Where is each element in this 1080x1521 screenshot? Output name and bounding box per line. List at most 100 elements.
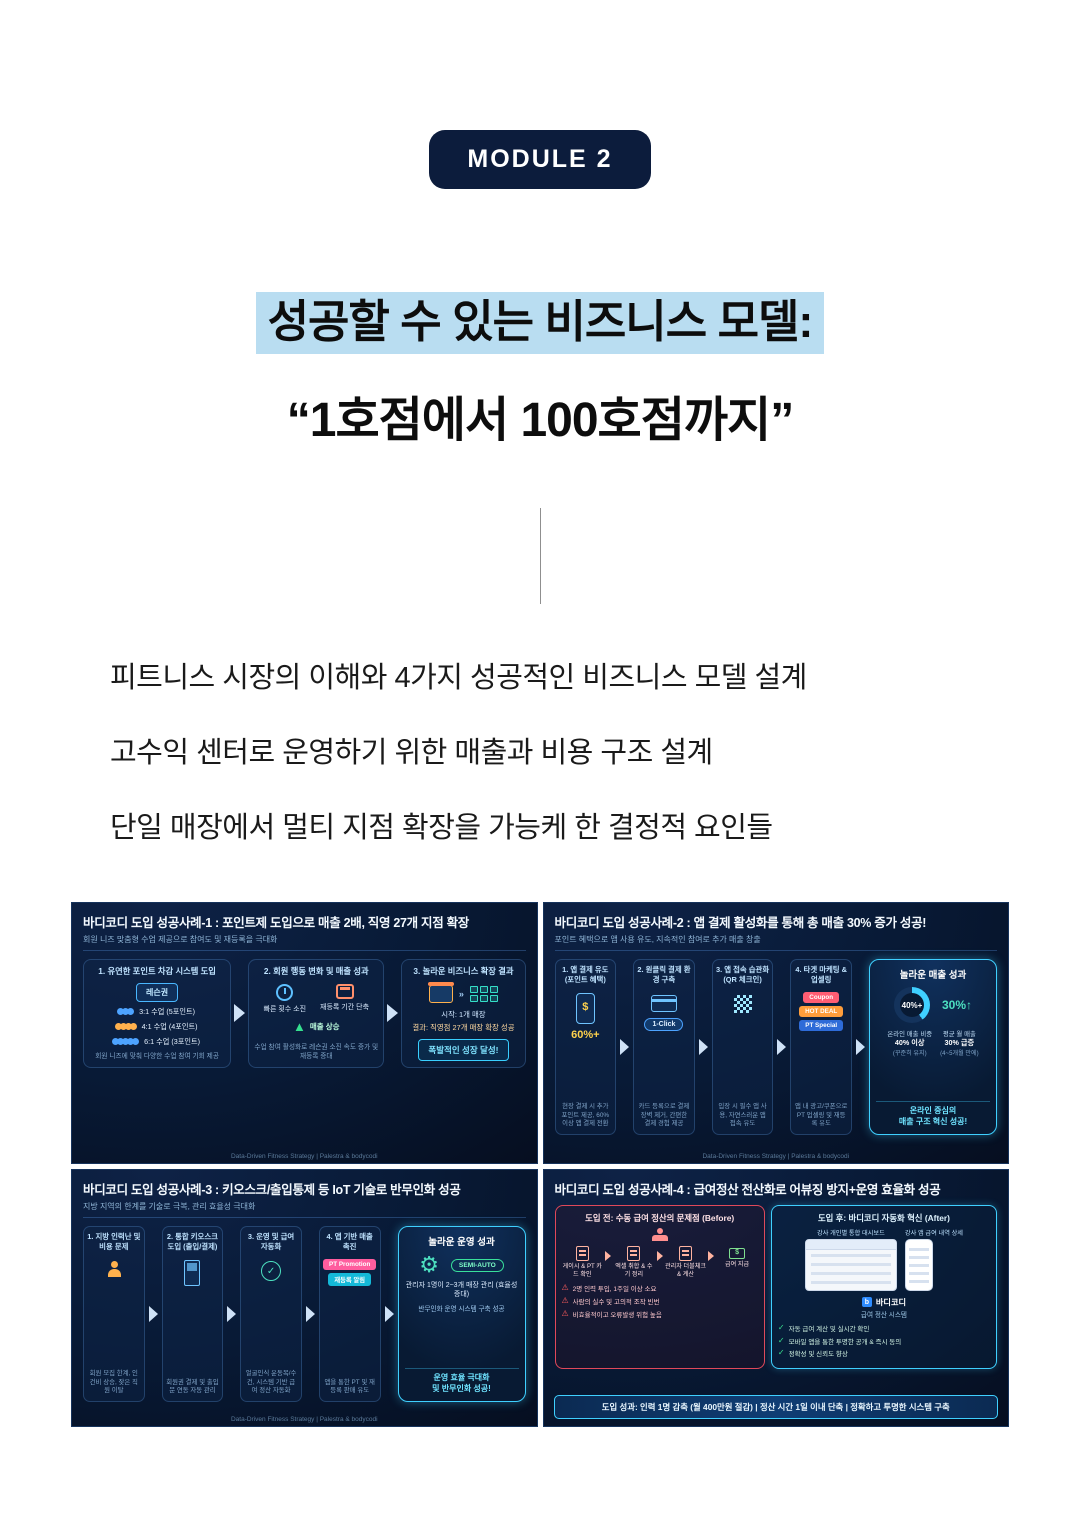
warning-text: 사람의 실수 및 고의적 조작 빈번 [572, 1299, 660, 1307]
after-header: 도입 후: 바디코디 자동화 혁신 (After) [817, 1213, 950, 1223]
brand-subtitle: 급여 정산 시스템 [860, 1312, 908, 1319]
step-header: 1. 앱 결제 유도 (포인트 혜택) [562, 965, 609, 984]
result-title: 놀라운 운영 성과 [428, 1237, 495, 1248]
result-footer: 운영 효율 극대화 및 반무인화 성공! [404, 1368, 519, 1394]
stat-label: 평균 월 매출 [942, 1031, 976, 1038]
start-label: 시작: 1개 매장 [441, 1009, 486, 1019]
warning-text: 비효율적이고 오류발생 위험 높음 [572, 1312, 662, 1320]
people-icon [117, 1008, 135, 1016]
app-promo-badges: PT Promotion 재등록 알림 [323, 1259, 377, 1286]
page-title-line2: “1호점에서 100호점까지” [286, 394, 794, 447]
brand-row: b 바디코디 [778, 1296, 990, 1308]
rereg-item: 재등록 기간 단축 [320, 983, 370, 1014]
step-caption: 입장 시 필수 앱 사용, 자연스러운 앱 접속 유도 [718, 1103, 767, 1128]
money-icon [729, 1248, 746, 1259]
class-row: 3:1 수업 (5포인트) [117, 1006, 196, 1017]
panel-title: 바디코디 도입 성공사례-1 : 포인트제 도입으로 매출 2배, 직영 27개… [83, 916, 470, 930]
rereg-alert-badge: 재등록 알림 [328, 1273, 372, 1286]
arrow-icon [708, 1251, 715, 1261]
check-text: 자동 급여 계산 및 실시간 확인 [788, 1326, 870, 1333]
lesson-pass-badge: 레슨권 [136, 982, 179, 1002]
hot-deal-badge: HOT DEAL [799, 1006, 844, 1017]
panel-title: 바디코디 도입 성공사례-3 : 키오스크/출입통제 등 IoT 기술로 반무인… [83, 1183, 461, 1197]
panel-subtitle: 포인트 혜택으로 앱 사용 유도, 지속적인 참여로 추가 매출 창출 [554, 934, 997, 951]
calculator-icon [678, 1246, 692, 1261]
case-study-grid: 바디코디 도입 성공사례-1 : 포인트제 도입으로 매출 2배, 직영 27개… [71, 902, 1009, 1427]
brand-name: 바디코디 [875, 1298, 907, 1307]
check-item: ✓ 모바일 앱을 통한 투명한 공개 & 즉시 동의 [778, 1336, 990, 1346]
store-icon [427, 981, 454, 1003]
rereg-label: 재등록 기간 단축 [320, 1003, 370, 1011]
class-label: 6:1 수업 (3포인트) [144, 1036, 201, 1046]
warning-item: ⚠ 2명 인력 투입, 1주일 이상 소요 [562, 1283, 758, 1294]
panel3-steps: 1. 지방 인력난 및 비용 문제 회원 모집 한계, 인건비 상승, 잦은 직… [83, 1226, 526, 1402]
result-box: 놀라운 운영 성과 ⚙ SEMI-AUTO 관리자 1명이 2~3개 매장 관리… [397, 1226, 526, 1402]
stat-value: 40%+ [901, 1000, 923, 1010]
before-steps: 게이시 & PT 카드 확인 엑셀 취합 & 수기 정리 관리자 더블체크 & … [562, 1246, 758, 1278]
before-header: 도입 전: 수동 급여 정산의 문제점 (Before) [585, 1213, 735, 1223]
chevron-icon: » [458, 988, 464, 999]
before-step: 게이시 & PT 카드 확인 [562, 1246, 604, 1278]
title-highlight: 성공할 수 있는 비즈니스 모델: [255, 292, 825, 354]
case-panel-2: 바디코디 도입 성공사례-2 : 앱 결제 활성화를 통해 총 매출 30% 증… [542, 902, 1009, 1164]
sales-up-label: 매출 상승 [309, 1021, 340, 1031]
step-card: 1. 지방 인력난 및 비용 문제 회원 모집 한계, 인건비 상승, 잦은 직… [83, 1226, 145, 1402]
footer-credit: Data-Driven Fitness Strategy | Palestra … [230, 1153, 378, 1160]
phone-payment-icon [575, 993, 595, 1024]
stat-note: (꾸준히 유지) [892, 1050, 927, 1057]
staff-icon [106, 1261, 122, 1277]
arrow-icon [384, 1306, 394, 1322]
step-header: 3. 앱 접속 습관화 (QR 체크인) [716, 965, 770, 984]
panel1-columns: 1. 유연한 포인트 차감 시스템 도입 레슨권 3:1 수업 (5포인트) 4… [83, 959, 526, 1068]
stat-note: (4~5개월 만에) [940, 1050, 979, 1057]
arrow-icon [305, 1306, 315, 1322]
class-row: 6:1 수업 (3포인트) [112, 1036, 201, 1047]
result-footer: 온라인 중심의 매출 구조 혁신 성공! [876, 1101, 990, 1127]
case-panel-3: 바디코디 도입 성공사례-3 : 키오스크/출입통제 등 IoT 기술로 반무인… [71, 1169, 538, 1427]
check-item: ✓ 정확성 및 신뢰도 향상 [778, 1348, 990, 1359]
stat-value: 30%↑ [941, 998, 973, 1012]
step-caption: 회원권 결제 및 출입문 연동 자동 관리 [166, 1378, 219, 1395]
panel2-steps: 1. 앱 결제 유도 (포인트 혜택) 60%+ 현장 결제 시 추가 포인트 … [554, 959, 997, 1135]
screenshot-mocks: 강사 개인별 통합 대시보드 강사 앱 급여 내역 상세 [778, 1228, 990, 1291]
sales-up-row: ▲ 매출 상승 [293, 1020, 340, 1033]
check-text: 정확성 및 신뢰도 향상 [788, 1351, 848, 1358]
warning-icon: ⚠ [561, 1309, 569, 1319]
phone-mock [904, 1239, 933, 1291]
panel-title: 바디코디 도입 성공사례-4 : 급여정산 전산화로 어뷰징 방지+운영 효율화… [554, 1183, 941, 1197]
bodycodi-logo: b [861, 1297, 872, 1307]
class-label: 3:1 수업 (5포인트) [139, 1006, 196, 1016]
step-header: 1. 유연한 포인트 차감 시스템 도입 [98, 966, 216, 976]
before-step-label: 게이시 & PT 카드 확인 [562, 1263, 602, 1278]
step-header: 4. 앱 기반 매출 촉진 [326, 1232, 373, 1251]
warning-item: ⚠ 비효율적이고 오류발생 위험 높음 [561, 1309, 758, 1320]
check-icon: ✓ [777, 1335, 785, 1345]
bullet-item: 단일 매장에서 멀티 지점 확장을 가능케 한 결정적 요인들 [110, 812, 773, 844]
step-header: 3. 운영 및 급여 자동화 [247, 1232, 295, 1251]
step-caption: 수업 참여 활성화로 레슨권 소진 속도 증가 및 재등록 증대 [254, 1043, 379, 1060]
people-icon [114, 1023, 137, 1031]
step-header: 2. 원클릭 결제 환경 구축 [637, 965, 691, 984]
result-box: 놀라운 매출 성과 40%+ 30%↑ 온라인 매출 비중 40% 이상 (꾸준… [869, 959, 997, 1135]
case-panel-4: 바디코디 도입 성공사례-4 : 급여정산 전산화로 어뷰징 방지+운영 효율화… [542, 1169, 1009, 1427]
step-card: 3. 운영 및 급여 자동화 얼굴인식 운동복/수건, 시스템 기반 급여 정산… [240, 1226, 302, 1402]
step-caption: 카드 등록으로 결제 장벽 제거, 간편한 결제 경험 제공 [638, 1103, 690, 1128]
spreadsheet-icon [627, 1246, 641, 1261]
step-card: 4. 타겟 마케팅 & 업셀링 Coupon HOT DEAL PT Speci… [790, 959, 852, 1135]
footer-credit: Data-Driven Fitness Strategy | Palestra … [702, 1153, 850, 1160]
module-badge-wrap: MODULE 2 [0, 0, 1080, 189]
page-title: 성공할 수 있는 비즈니스 모델: “1호점에서 100호점까지” [0, 285, 1080, 450]
behavior-icons: 빠른 횟수 소진 재등록 기간 단축 [264, 983, 370, 1014]
qr-code-icon [733, 995, 752, 1013]
arrow-icon [387, 1004, 399, 1023]
before-box: 도입 전: 수동 급여 정산의 문제점 (Before) 게이시 & PT 카드… [554, 1205, 765, 1369]
coupon-badge: Coupon [803, 992, 840, 1003]
growth-badge: 폭발적인 성장 달성! [418, 1038, 509, 1061]
step-header: 4. 타겟 마케팅 & 업셀링 [795, 965, 848, 984]
marketing-badges: Coupon HOT DEAL PT Special [799, 992, 844, 1031]
before-step: 관리자 더블체크 & 계산 [665, 1246, 707, 1278]
result-title: 놀라운 매출 성과 [899, 970, 967, 981]
step-header: 2. 회원 행동 변화 및 매출 성과 [263, 966, 369, 976]
pt-promotion-badge: PT Promotion [323, 1259, 377, 1270]
dashboard-mock [804, 1239, 897, 1291]
